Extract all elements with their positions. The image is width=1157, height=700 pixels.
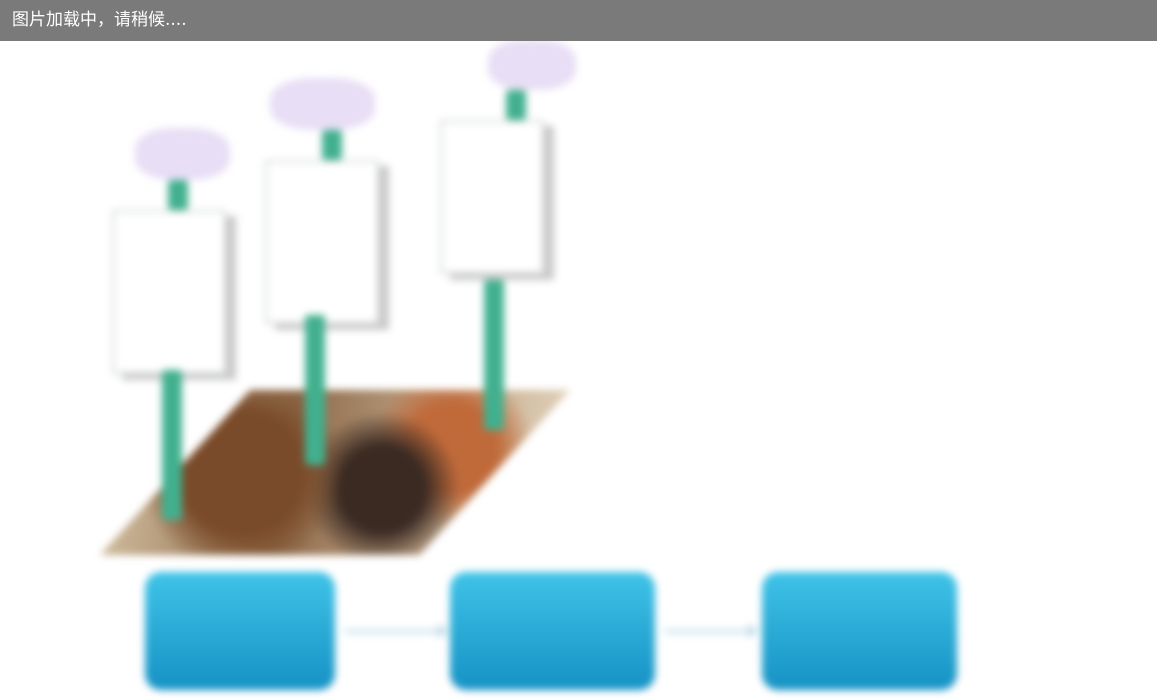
pipeline-step-2 (450, 572, 655, 690)
output-cloud-2 (270, 78, 375, 130)
connector-3-bottom (484, 280, 504, 430)
connector-2-top (322, 130, 342, 160)
connector-2-bottom (305, 315, 325, 465)
arrow-step-2-3 (665, 624, 758, 638)
output-cloud-1 (135, 128, 230, 180)
image-loading-banner: 图片加载中，请稍候.... (0, 0, 1157, 41)
connector-1-bottom (162, 370, 182, 520)
pipeline-step-3 (762, 572, 957, 690)
pipeline-step-1 (145, 572, 335, 690)
arrow-step-1-2 (345, 624, 448, 638)
network-box-2 (265, 160, 379, 324)
network-box-3 (440, 120, 544, 274)
network-box-1 (112, 210, 226, 374)
connector-3-top (506, 90, 526, 120)
output-cloud-3 (488, 40, 576, 90)
connector-1-top (168, 180, 188, 210)
